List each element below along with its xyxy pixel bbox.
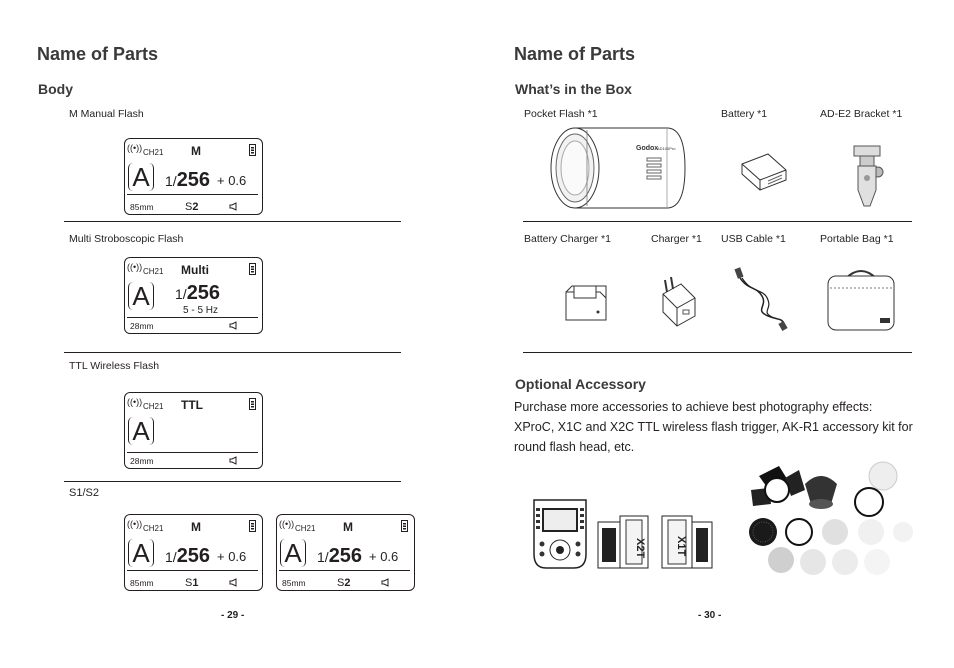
channel-label: CH21 <box>143 148 164 157</box>
mode-label: M <box>191 144 201 158</box>
ev-value: + 0.6 <box>217 173 247 188</box>
x2t-label: X2T <box>634 538 646 558</box>
multi-flash-caption: Multi Stroboscopic Flash <box>69 233 184 245</box>
mode-label: M <box>191 520 201 534</box>
divider-line <box>523 352 912 353</box>
ttl-flash-caption: TTL Wireless Flash <box>69 360 160 372</box>
zoom-value: 28mm <box>130 456 154 466</box>
speaker-icon <box>229 578 237 587</box>
zoom-value: 85mm <box>130 578 154 588</box>
battery-icon <box>249 520 256 532</box>
portable-bag-image <box>827 270 895 331</box>
zoom-value: 85mm <box>130 202 154 212</box>
battery-charger-caption: Battery Charger *1 <box>524 233 611 245</box>
page-number-30: - 30 - <box>698 610 722 621</box>
battery-image <box>741 153 787 191</box>
auto-group-letter: A <box>128 282 154 310</box>
manual-flash-caption: M Manual Flash <box>69 108 144 120</box>
channel-label: CH21 <box>143 524 164 533</box>
x2t-trigger-image: X2T <box>597 515 649 569</box>
charger-caption: Charger *1 <box>651 233 702 245</box>
x1t-trigger-image: X1T <box>661 515 713 569</box>
power-ratio: 1/256 <box>165 169 211 191</box>
flash-model: AD100Pro <box>657 146 676 151</box>
screen-divider <box>127 194 258 195</box>
box-section-heading: What’s in the Box <box>515 81 632 97</box>
auto-group-letter: A <box>280 539 306 567</box>
body-section-heading: Body <box>38 81 73 97</box>
x1t-label: X1T <box>675 536 687 556</box>
pocket-flash-image: Godox AD100Pro <box>550 127 686 209</box>
right-page-title: Name of Parts <box>514 44 636 64</box>
wireless-signal-icon: ((•)) <box>127 143 143 153</box>
speaker-icon <box>229 202 237 211</box>
left-page-title: Name of Parts <box>37 44 159 64</box>
screen-divider <box>127 317 258 318</box>
wireless-signal-icon: ((•)) <box>279 519 295 529</box>
speaker-icon <box>229 456 237 465</box>
speaker-icon <box>229 321 237 330</box>
zoom-value: 28mm <box>130 321 154 331</box>
bracket-image <box>853 145 884 207</box>
wireless-signal-icon: ((•)) <box>127 262 143 272</box>
page-number-29: - 29 - <box>221 610 245 621</box>
lcd-screen-s2: ((•)) CH21 M A 1/256 + 0.6 85mm S2 <box>276 514 415 591</box>
usb-cable-caption: USB Cable *1 <box>721 233 786 245</box>
portable-bag-caption: Portable Bag *1 <box>820 233 894 245</box>
lcd-screen-ttl: ((•)) CH21 TTL A 28mm <box>124 392 263 469</box>
lcd-screen-s1: ((•)) CH21 M A 1/256 + 0.6 85mm S1 <box>124 514 263 591</box>
slave-label: S1 <box>185 577 199 589</box>
ev-value: + 0.6 <box>369 549 399 564</box>
lcd-screen-manual: ((•)) CH21 M A 1/256 + 0.6 85mm S2 <box>124 138 263 215</box>
auto-group-letter: A <box>128 539 154 567</box>
power-ratio: 1/256 <box>175 282 221 304</box>
channel-label: CH21 <box>143 402 164 411</box>
channel-label: CH21 <box>143 267 164 276</box>
divider-line <box>64 352 401 353</box>
bracket-caption: AD-E2 Bracket *1 <box>820 108 903 120</box>
battery-icon <box>249 144 256 156</box>
auto-group-letter: A <box>128 163 154 191</box>
wireless-signal-icon: ((•)) <box>127 519 143 529</box>
ev-value: + 0.6 <box>217 549 247 564</box>
slave-label: S2 <box>185 201 199 213</box>
screen-divider <box>127 452 258 453</box>
flash-brand: Godox <box>636 145 658 152</box>
mode-label: TTL <box>181 398 203 412</box>
zoom-value: 85mm <box>282 578 306 588</box>
auto-group-letter: A <box>128 417 154 445</box>
battery-caption: Battery *1 <box>721 108 768 120</box>
optional-accessory-heading: Optional Accessory <box>515 376 646 392</box>
ak-r1-accessory-kit-image <box>749 461 913 575</box>
battery-icon <box>401 520 408 532</box>
divider-line <box>523 221 912 222</box>
wireless-signal-icon: ((•)) <box>127 397 143 407</box>
divider-line <box>64 481 401 482</box>
battery-charger-image <box>565 285 607 321</box>
battery-icon <box>249 398 256 410</box>
speaker-icon <box>381 578 389 587</box>
channel-label: CH21 <box>295 524 316 533</box>
xproc-trigger-image <box>533 499 587 569</box>
pocket-flash-caption: Pocket Flash *1 <box>524 108 598 120</box>
screen-divider <box>127 570 258 571</box>
charger-image <box>662 276 696 327</box>
frequency-value: 5 - 5 Hz <box>183 305 219 316</box>
slave-label: S2 <box>337 577 351 589</box>
divider-line <box>64 221 401 222</box>
power-ratio: 1/256 <box>165 545 211 567</box>
usb-cable-image <box>734 267 788 331</box>
battery-icon <box>249 263 256 275</box>
screen-divider <box>279 570 410 571</box>
mode-label: Multi <box>181 263 209 277</box>
power-ratio: 1/256 <box>317 545 363 567</box>
lcd-screen-multi: ((•)) CH21 Multi A 1/256 5 - 5 Hz 28mm <box>124 257 263 334</box>
accessory-description: Purchase more accessories to achieve bes… <box>514 400 913 454</box>
s1-s2-caption: S1/S2 <box>69 487 99 499</box>
mode-label: M <box>343 520 353 534</box>
